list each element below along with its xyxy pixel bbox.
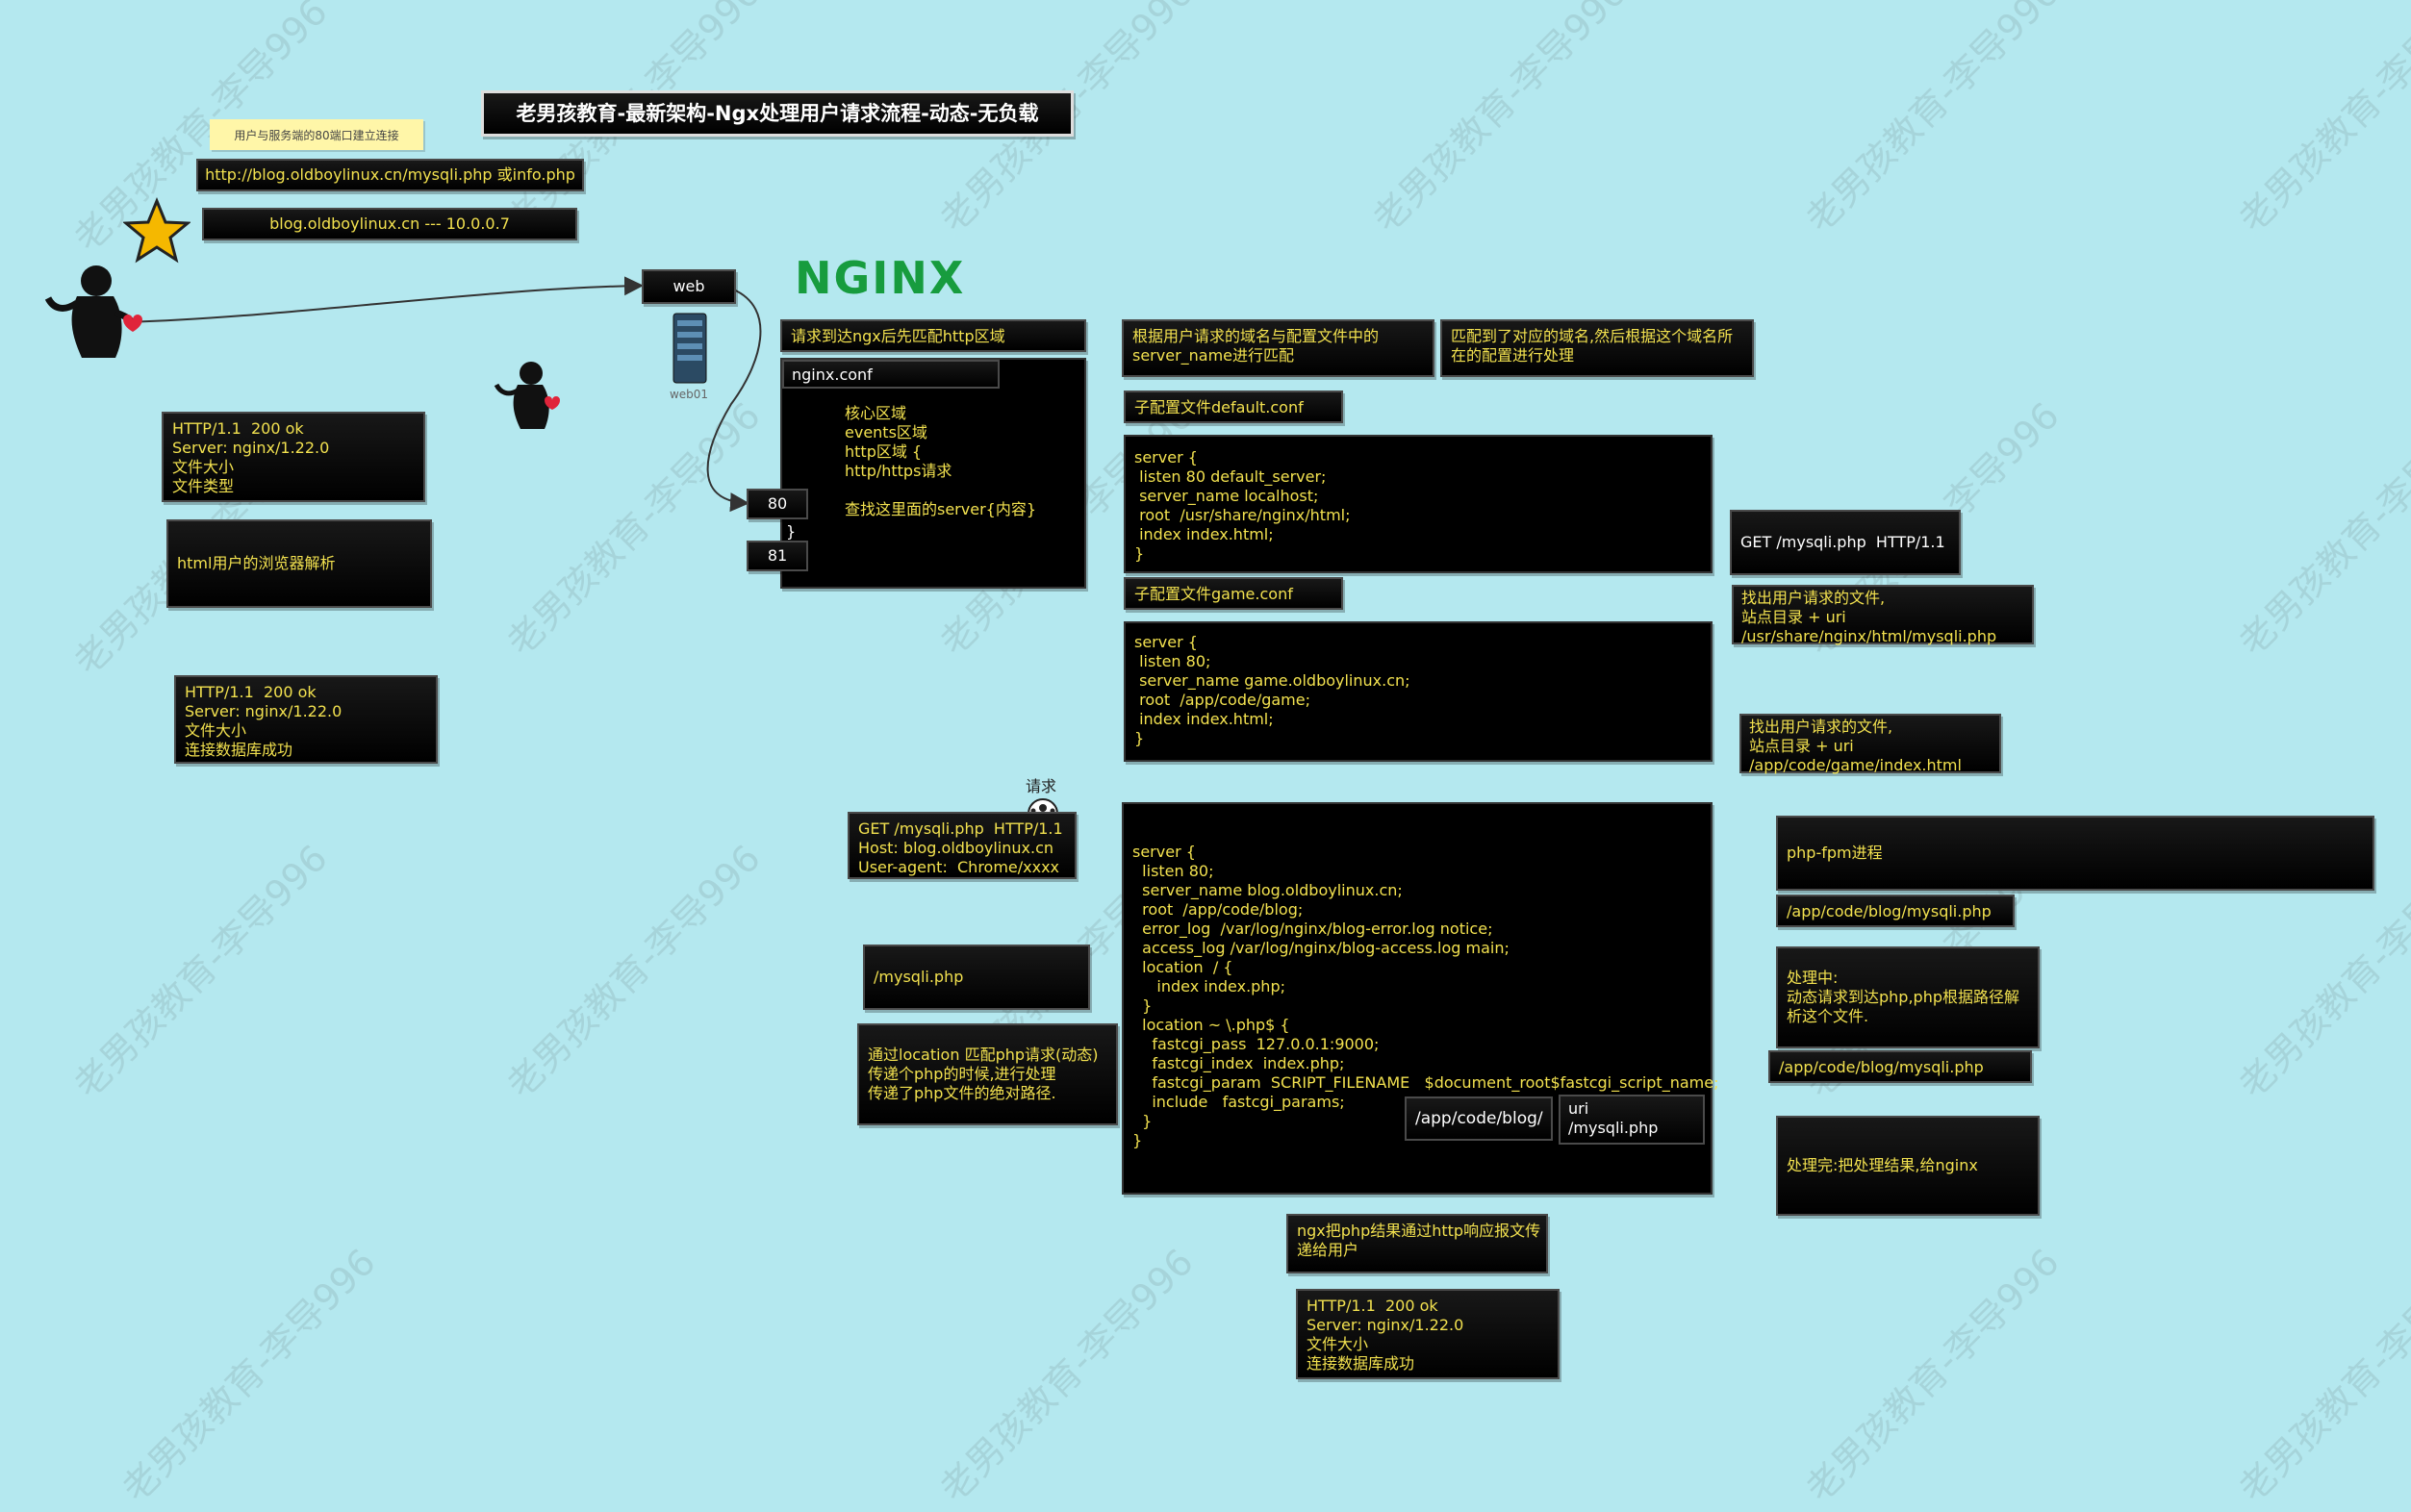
processed-box: 处理完:把处理结果,给nginx — [1776, 1116, 2040, 1216]
dns-box: blog.oldboylinux.cn --- 10.0.0.7 — [202, 208, 577, 240]
match-http-box: 请求到达ngx后先匹配http区域 — [780, 319, 1086, 352]
port-81-box: 81 — [747, 541, 808, 571]
soccer-ball-icon — [1027, 798, 1059, 814]
response-box-3: HTTP/1.1 200 ok Server: nginx/1.22.0 文件大… — [1296, 1289, 1560, 1379]
ngx-to-user-box: ngx把php结果通过http响应报文传 递给用户 — [1286, 1214, 1548, 1273]
php-path-box-1: /app/code/blog/mysqli.php — [1776, 895, 2015, 927]
find-file-box-1: 找出用户请求的文件, 站点目录 + uri /usr/share/nginx/h… — [1732, 585, 2034, 645]
processing-box: 处理中: 动态请求到达php,php根据路径解 析这个文件. — [1776, 946, 2040, 1048]
sticky-note: 用户与服务端的80端口建立连接 — [210, 119, 423, 150]
user-to-web-arrow — [124, 276, 644, 323]
default-conf-label: 子配置文件default.conf — [1124, 391, 1343, 423]
game-conf-label: 子配置文件game.conf — [1124, 577, 1343, 610]
response-box-2: HTTP/1.1 200 ok Server: nginx/1.22.0 文件大… — [174, 675, 438, 764]
web-to-port80-arrow — [706, 288, 762, 513]
get-request-right: GET /mysqli.php HTTP/1.1 — [1730, 510, 1961, 575]
connector-layer — [124, 276, 762, 513]
uri-mysqli-box: /mysqli.php — [863, 945, 1090, 1010]
php-path-box-2: /app/code/blog/mysqli.php — [1768, 1050, 2032, 1083]
user-silhouette-small-icon — [494, 362, 560, 429]
nginx-logo: NGINX — [795, 252, 966, 304]
close-brace: } — [786, 522, 797, 541]
response-box-1: HTTP/1.1 200 ok Server: nginx/1.22.0 文件大… — [162, 412, 425, 502]
uri-box: uri /mysqli.php — [1559, 1095, 1705, 1145]
location-match-box: 通过location 匹配php请求(动态) 传递个php的时候,进行处理 传递… — [857, 1023, 1118, 1125]
doc-root-box: /app/code/blog/ — [1405, 1096, 1553, 1141]
server-caption: web01 — [669, 388, 709, 401]
php-fpm-box: php-fpm进程 — [1776, 816, 2374, 891]
browser-parse-box: html用户的浏览器解析 — [166, 519, 432, 608]
star-icon — [123, 197, 190, 264]
request-url-box: http://blog.oldboylinux.cn/mysqli.php 或i… — [196, 159, 584, 191]
nginx-conf-body: 核心区域 events区域 http区域 { http/https请求 查找这里… — [845, 404, 1037, 518]
find-file-box-2: 找出用户请求的文件, 站点目录 + uri /app/code/game/ind… — [1739, 714, 2001, 774]
web-label: web — [642, 269, 736, 304]
nginx-conf-panel — [780, 358, 1086, 589]
nginx-conf-label: nginx.conf — [782, 360, 1000, 389]
server-name-match-box: 根据用户请求的域名与配置文件中的 server_name进行匹配 — [1122, 319, 1434, 377]
user-silhouette-icon — [44, 265, 142, 358]
matched-domain-box: 匹配到了对应的域名,然后根据这个域名所 在的配置进行处理 — [1440, 319, 1754, 377]
server-icon — [673, 313, 707, 384]
game-conf-body: server { listen 80; server_name game.old… — [1124, 621, 1713, 762]
request-label: 请求 — [1026, 777, 1057, 795]
request-headers-box: GET /mysqli.php HTTP/1.1 Host: blog.oldb… — [848, 812, 1077, 879]
default-conf-body: server { listen 80 default_server; serve… — [1124, 435, 1713, 573]
port-80-box: 80 — [747, 489, 808, 519]
page-title: 老男孩教育-最新架构-Ngx处理用户请求流程-动态-无负载 — [481, 90, 1074, 137]
